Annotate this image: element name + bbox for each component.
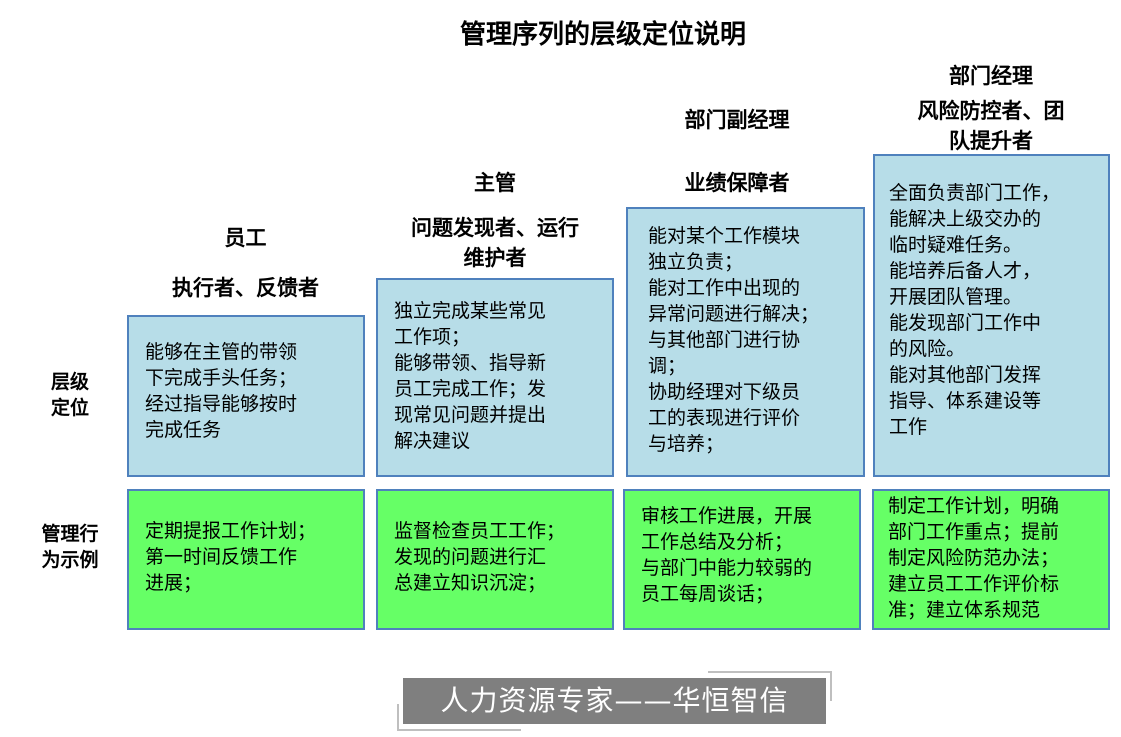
behavior-box-deputy-manager: 审核工作进展，开展 工作总结及分析； 与部门中能力较弱的 员工每周谈话；: [623, 489, 861, 630]
behavior-box-supervisor: 监督检查员工工作； 发现的问题进行汇 总建立知识沉淀；: [376, 489, 614, 630]
footer-frame-line-right: [830, 671, 832, 701]
level-box-deputy-manager: 能对某个工作模块 独立负责； 能对工作中出现的 异常问题进行解决； 与其他部门进…: [626, 207, 865, 477]
row-label-behavior: 管理行 为示例: [41, 523, 99, 571]
row-label-level: 层级 定位: [50, 371, 89, 419]
footer-brand-banner: 人力资源专家——华恒智信: [403, 678, 826, 724]
level-box-supervisor: 独立完成某些常见 工作项； 能够带领、指导新 员工完成工作；发 现常见问题并提出…: [376, 278, 614, 477]
column-role-deputy-manager: 业绩保障者: [684, 171, 790, 195]
behavior-box-manager: 制定工作计划，明确 部门工作重点；提前 制定风险防范办法； 建立员工工作评价标 …: [872, 489, 1110, 630]
behavior-box-staff: 定期提报工作计划； 第一时间反馈工作 进展；: [127, 489, 365, 630]
level-box-manager: 全面负责部门工作， 能解决上级交办的 临时疑难任务。 能培养后备人才， 开展团队…: [873, 154, 1110, 477]
column-role-supervisor: 问题发现者、运行 维护者: [411, 216, 579, 270]
column-role-staff: 执行者、反馈者: [172, 276, 319, 300]
page-title: 管理序列的层级定位说明: [459, 20, 746, 50]
footer-frame-line-top: [708, 671, 832, 673]
column-title-deputy-manager: 部门副经理: [684, 108, 790, 132]
column-title-manager: 部门经理: [949, 64, 1033, 88]
column-title-supervisor: 主管: [474, 171, 516, 195]
column-role-manager: 风险防控者、团 队提升者: [917, 99, 1065, 153]
column-title-staff: 员工: [224, 226, 267, 250]
footer-frame-line-left: [397, 704, 399, 730]
level-box-staff: 能够在主管的带领 下完成手头任务； 经过指导能够按时 完成任务: [127, 315, 365, 477]
footer-frame-line-bottom: [397, 729, 521, 731]
